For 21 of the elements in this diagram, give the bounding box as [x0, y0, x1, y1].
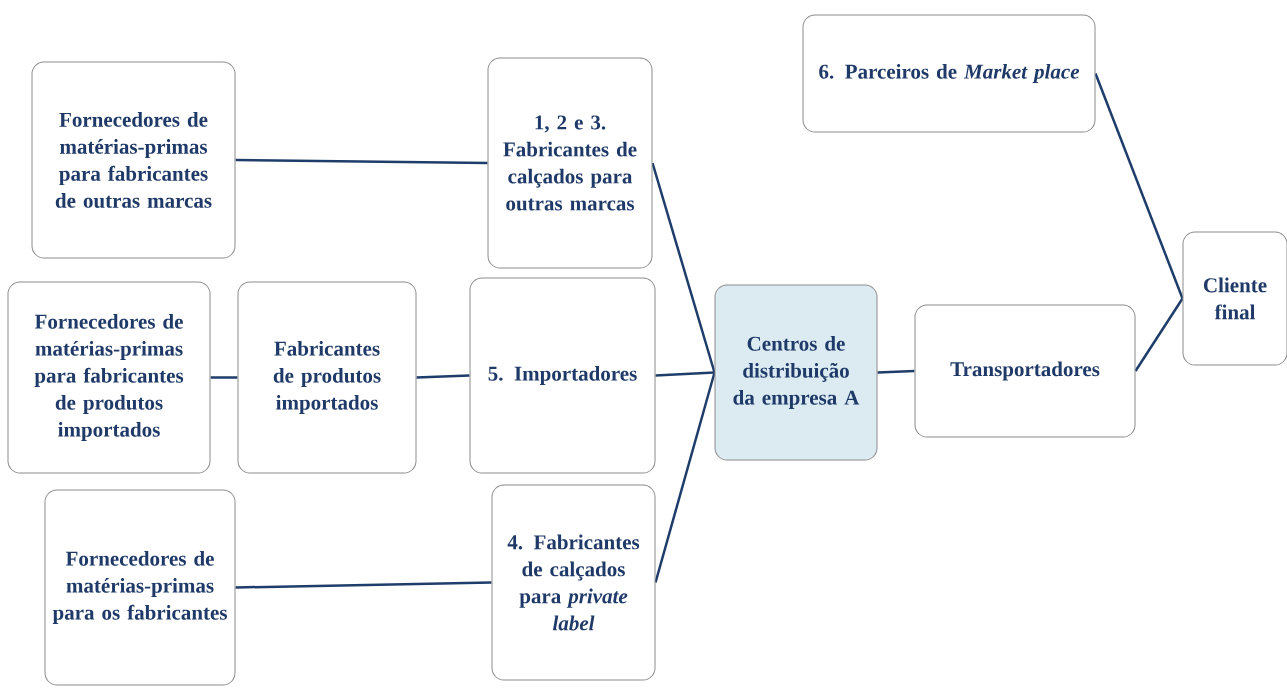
connector-line: [210, 376, 238, 379]
process-box: 1, 2 e 3. Fabricantes de calçados para outras marcas: [487, 57, 653, 269]
process-box: Fornecedores de matérias-primas para fabricantes de outras marcas: [31, 61, 236, 259]
process-box: Cliente final: [1182, 231, 1287, 366]
connector-line: [1094, 73, 1184, 299]
connector-line: [654, 372, 716, 583]
process-box: Centros de distribuição da empresa A: [714, 284, 878, 461]
process-box: Fornecedores de matérias-primas para os fabricantes: [44, 489, 236, 686]
connector-line: [235, 581, 492, 589]
connector-line: [655, 371, 715, 377]
process-box: 4. Fabricantes de calçados para private label: [491, 484, 656, 681]
connector-line: [235, 158, 488, 165]
connector-line: [877, 369, 915, 374]
connector-line: [416, 374, 470, 379]
process-box: 5. Importadores: [469, 277, 656, 474]
process-box: 6. Parceiros de Market place: [802, 14, 1096, 133]
process-box: Transportadores: [914, 304, 1136, 438]
connector-line: [1134, 297, 1184, 372]
process-box: Fabricantes de produtos importados: [237, 281, 417, 474]
connector-line: [651, 162, 716, 373]
process-box: Fornecedores de matérias-primas para fabricantes de produtos importados: [7, 281, 211, 474]
